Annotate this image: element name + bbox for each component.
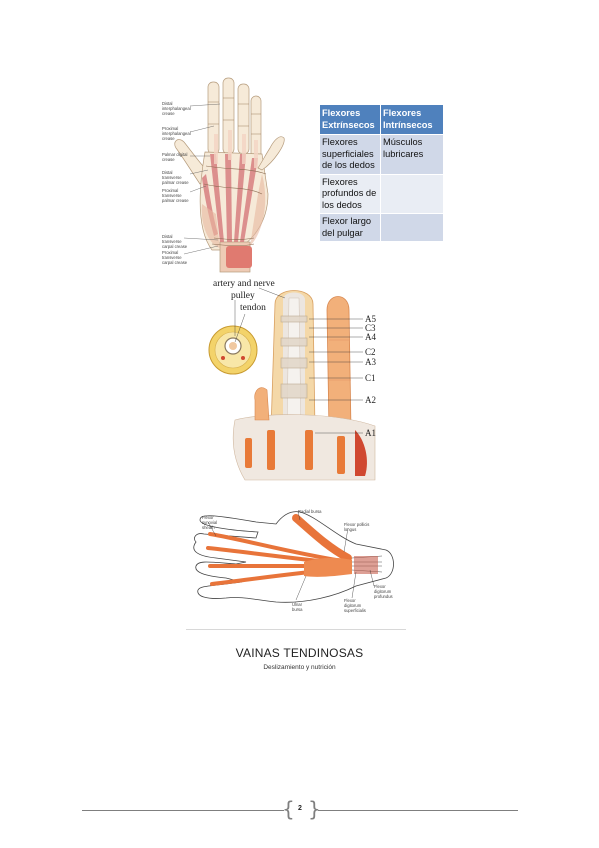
table-cell: Flexor largo del pulgar xyxy=(320,213,381,242)
figure-hand-creases: Distal interphalangeal crease Proximal i… xyxy=(150,74,285,274)
table-cell xyxy=(380,213,444,242)
label-pulley: pulley xyxy=(231,291,255,301)
label-a3: A3 xyxy=(365,357,376,367)
label-flexor-digitorum-profundus: Flexor digitorum profundus xyxy=(374,584,393,599)
footer-line-left xyxy=(82,810,284,811)
table-cell: Flexores superficiales de los dedos xyxy=(320,134,381,175)
table-cell xyxy=(380,174,444,214)
hand-creases-illustration xyxy=(174,77,285,273)
footer-bracket-left: { xyxy=(282,797,295,821)
label-distal-interphalangeal: Distal interphalangeal crease xyxy=(162,101,191,116)
table-header-intrinsic: Flexores Intrínsecos xyxy=(380,105,444,135)
caption-subtitle: Deslizamiento y nutrición xyxy=(263,664,336,671)
table-row: Flexor largo del pulgar xyxy=(320,213,444,242)
label-c3: C3 xyxy=(365,323,376,333)
footer-line-right xyxy=(318,810,518,811)
label-proximal-transverse-carpal: Proximal transverse carpal crease xyxy=(162,250,188,265)
figure-flexor-pulleys: artery and nerve pulley tendon A5 C3 A4 … xyxy=(205,279,390,490)
label-flexor-digitorum-superficialis: Flexor digitorum superficialis xyxy=(344,598,366,613)
figure-tendon-sheaths: Flexor synovial sheath Radial bursa Flex… xyxy=(186,500,406,628)
table-row: Flexores superficiales de los dedos Músc… xyxy=(320,134,444,175)
label-proximal-transverse-palmar: Proximal transverse palmar crease xyxy=(162,188,189,203)
tendon-sheath-illustration xyxy=(193,511,394,603)
table-header-extrinsic: Flexores Extrínsecos xyxy=(320,105,381,135)
label-palmar-digital: Palmar digital crease xyxy=(162,152,188,162)
label-a4: A4 xyxy=(365,332,376,342)
table-cell: Flexores profundos de los dedos xyxy=(320,174,381,214)
pulley-illustration xyxy=(208,287,376,481)
label-ulnar-bursa: Ulnar bursa xyxy=(292,602,303,612)
label-a1: A1 xyxy=(365,428,376,438)
label-radial-bursa: Radial bursa xyxy=(298,509,322,514)
flexor-table: Flexores Extrínsecos Flexores Intrínseco… xyxy=(320,105,444,242)
label-c1: C1 xyxy=(365,373,376,383)
table-cell: Músculos lubricares xyxy=(380,134,444,175)
label-c2: C2 xyxy=(365,347,376,357)
table-row: Flexores profundos de los dedos xyxy=(320,174,444,214)
label-artery-and-nerve: artery and nerve xyxy=(213,279,275,289)
flexor-table-container: Flexores Extrínsecos Flexores Intrínseco… xyxy=(320,105,444,242)
label-distal-transverse-carpal: Distal transverse carpal crease xyxy=(162,234,188,249)
page-number: 2 xyxy=(298,805,302,812)
label-distal-transverse-palmar: Distal transverse palmar crease xyxy=(162,170,189,185)
label-a2: A2 xyxy=(365,395,376,405)
figure3-divider xyxy=(186,629,406,630)
label-proximal-interphalangeal: Proximal interphalangeal crease xyxy=(162,126,191,141)
label-tendon: tendon xyxy=(240,303,266,313)
footer-bracket-right: } xyxy=(308,797,321,821)
label-a5: A5 xyxy=(365,314,376,324)
label-flexor-synovial-sheath: Flexor synovial sheath xyxy=(202,515,218,530)
caption-title: VAINAS TENDINOSAS xyxy=(235,646,364,660)
label-flexor-pollicis-longus: Flexor pollicis longus xyxy=(344,522,370,532)
